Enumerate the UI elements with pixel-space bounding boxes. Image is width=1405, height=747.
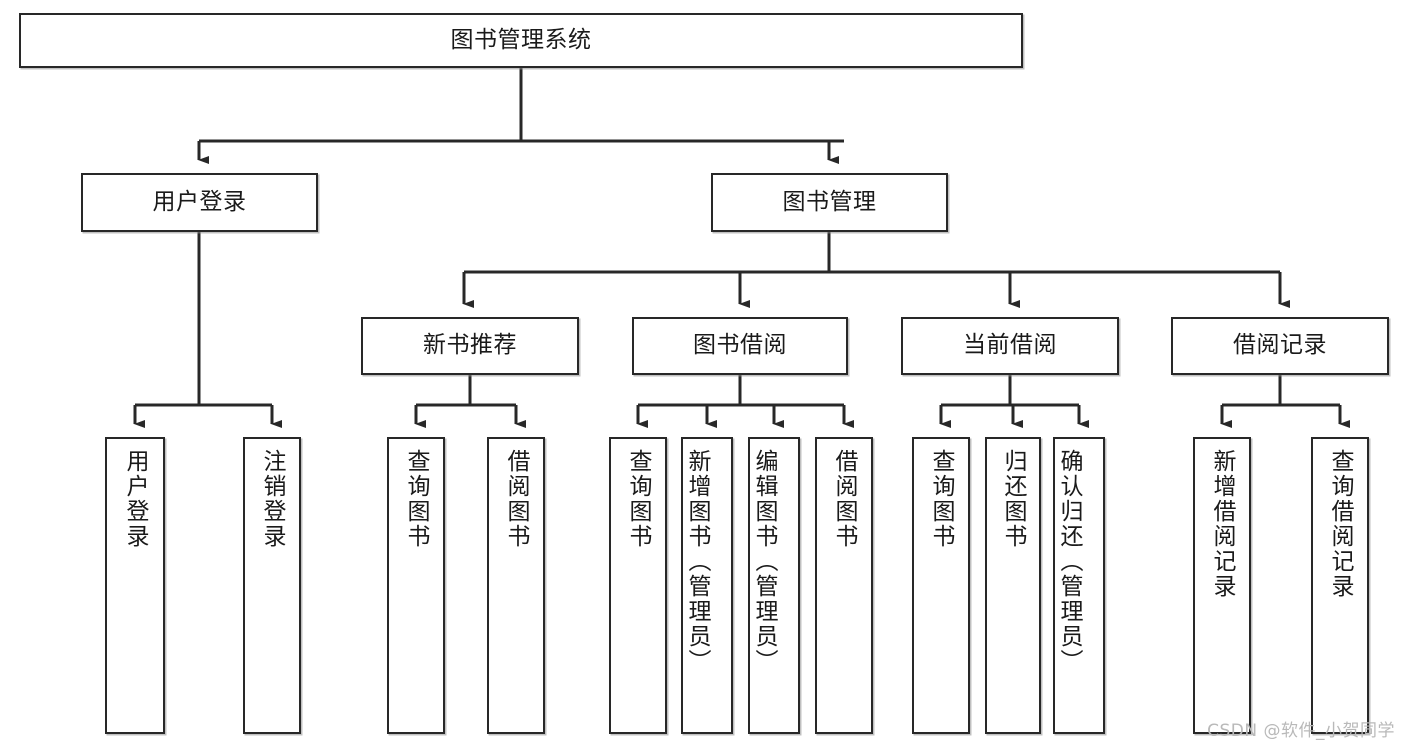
node-label: 用户登录 bbox=[122, 449, 149, 549]
node-borrow-record[interactable]: 借阅记录 bbox=[1171, 317, 1389, 375]
node-book-manage[interactable]: 图书管理 bbox=[711, 173, 948, 232]
node-label: 借阅图书 bbox=[831, 449, 858, 549]
node-label: 查询图书 bbox=[625, 449, 652, 549]
node-label: 编辑图书（管理员） bbox=[751, 449, 778, 674]
node-leaf-edit-book[interactable]: 编辑图书（管理员） bbox=[748, 437, 800, 734]
node-leaf-query-book-3[interactable]: 查询图书 bbox=[912, 437, 970, 734]
node-leaf-add-borrow-record[interactable]: 新增借阅记录 bbox=[1193, 437, 1251, 734]
node-label: 新书推荐 bbox=[423, 332, 517, 359]
node-leaf-query-borrow-record[interactable]: 查询借阅记录 bbox=[1311, 437, 1369, 734]
node-leaf-confirm-return[interactable]: 确认归还（管理员） bbox=[1053, 437, 1105, 734]
node-label: 借阅记录 bbox=[1233, 332, 1327, 359]
node-label: 确认归还（管理员） bbox=[1056, 449, 1083, 674]
node-leaf-add-book[interactable]: 新增图书（管理员） bbox=[681, 437, 733, 734]
node-current-borrow[interactable]: 当前借阅 bbox=[901, 317, 1119, 375]
node-label: 查询图书 bbox=[928, 449, 955, 549]
node-label: 图书管理 bbox=[782, 188, 877, 215]
node-label: 注销登录 bbox=[259, 449, 286, 549]
node-label: 图书管理系统 bbox=[450, 26, 592, 53]
node-user-login[interactable]: 用户登录 bbox=[81, 173, 318, 232]
node-label: 新增图书（管理员） bbox=[684, 449, 711, 674]
node-new-book-recommend[interactable]: 新书推荐 bbox=[361, 317, 579, 375]
node-leaf-borrow-book-1[interactable]: 借阅图书 bbox=[487, 437, 545, 734]
node-label: 借阅图书 bbox=[503, 449, 530, 549]
node-leaf-query-book-2[interactable]: 查询图书 bbox=[609, 437, 667, 734]
node-label: 归还图书 bbox=[1000, 449, 1027, 549]
node-label: 用户登录 bbox=[152, 188, 247, 215]
node-book-borrow[interactable]: 图书借阅 bbox=[632, 317, 848, 375]
node-label: 图书借阅 bbox=[693, 332, 787, 359]
node-leaf-user-login[interactable]: 用户登录 bbox=[105, 437, 165, 734]
node-book-management-system[interactable]: 图书管理系统 bbox=[19, 13, 1023, 68]
node-leaf-return-book[interactable]: 归还图书 bbox=[985, 437, 1041, 734]
node-label: 查询借阅记录 bbox=[1327, 449, 1354, 599]
node-leaf-query-book-1[interactable]: 查询图书 bbox=[387, 437, 445, 734]
node-label: 查询图书 bbox=[403, 449, 430, 549]
node-label: 当前借阅 bbox=[963, 332, 1057, 359]
node-leaf-logout-login[interactable]: 注销登录 bbox=[243, 437, 301, 734]
node-label: 新增借阅记录 bbox=[1209, 449, 1236, 599]
node-leaf-borrow-book-2[interactable]: 借阅图书 bbox=[815, 437, 873, 734]
